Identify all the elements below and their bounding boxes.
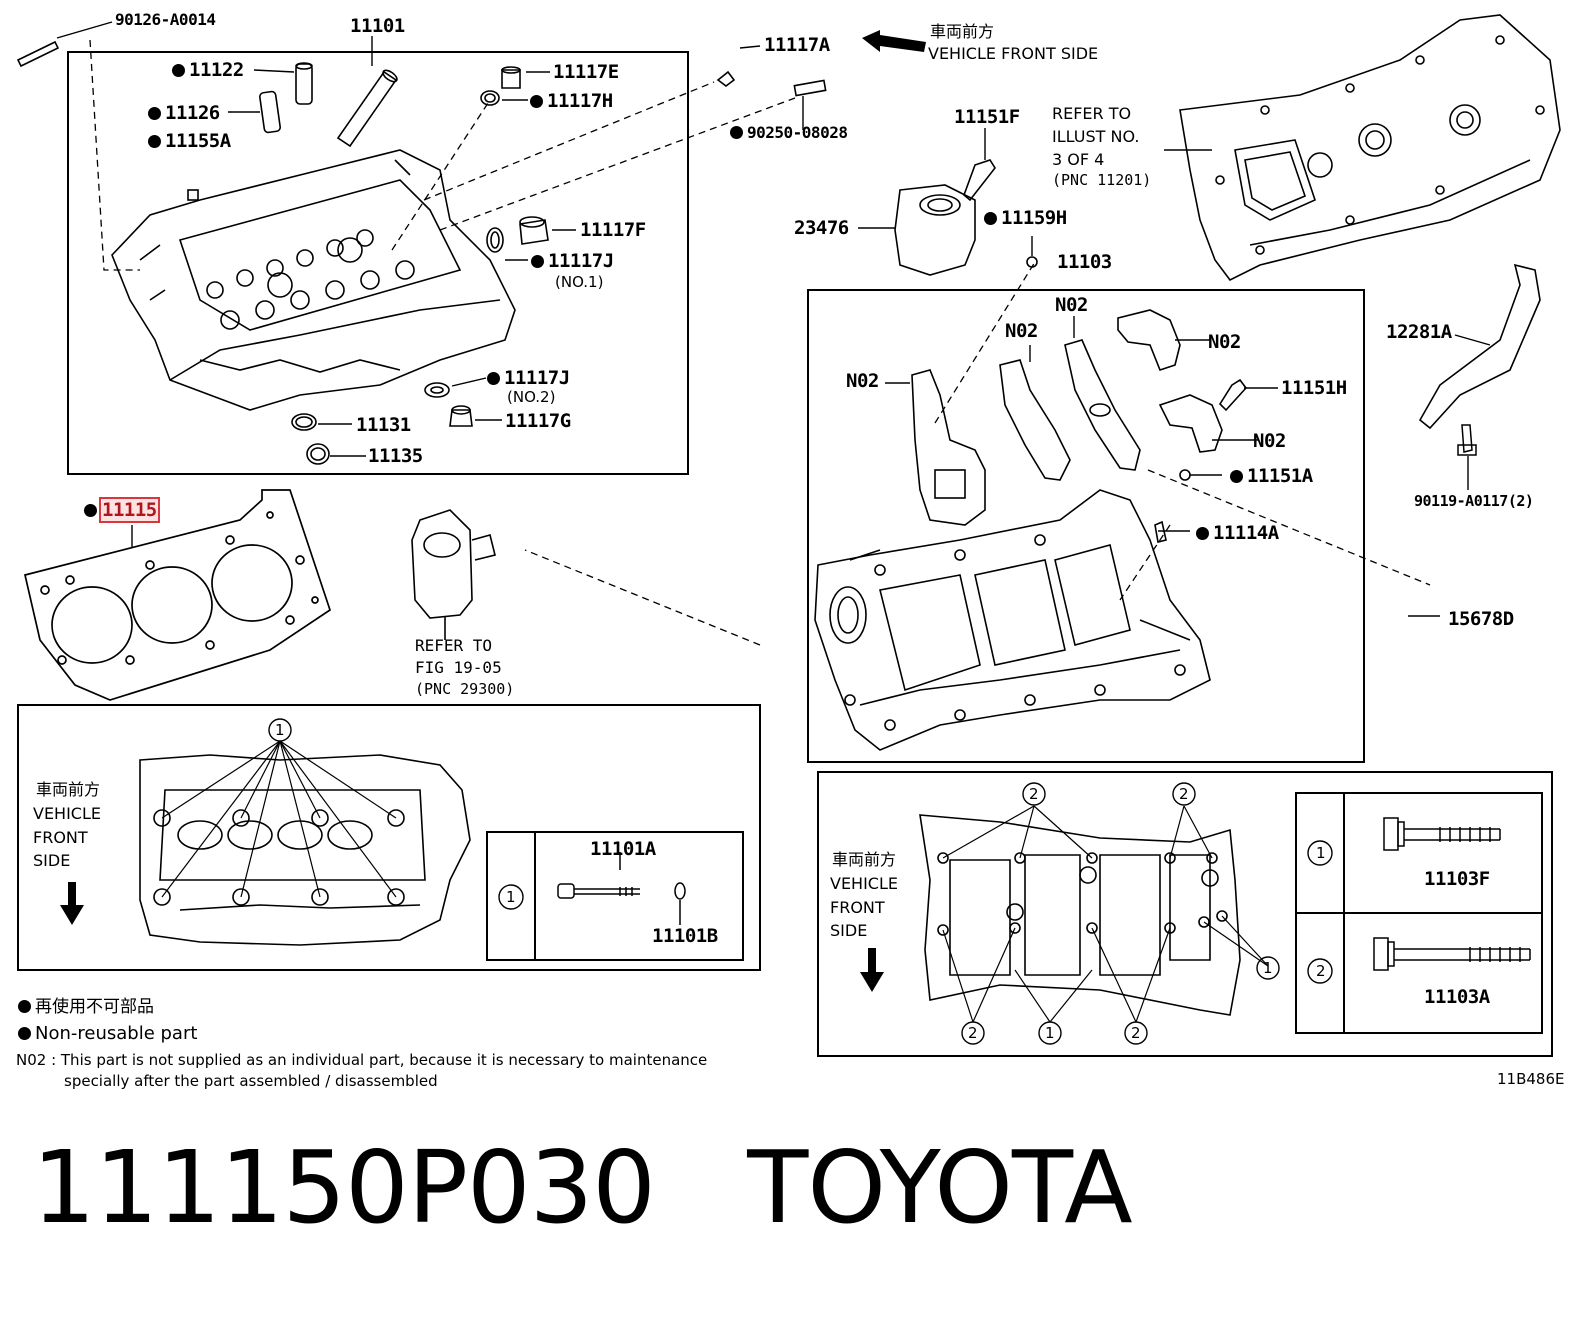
head-detail-marker-1: 1 [275, 721, 285, 739]
head-bolt-pattern-drawing [139, 754, 471, 946]
callout-12281a[interactable]: 12281A [1386, 321, 1452, 343]
callout-n02-e[interactable]: N02 [1253, 430, 1286, 452]
cylinder-head-frame [67, 51, 689, 475]
refer-illust-line2: ILLUST NO. [1052, 127, 1140, 146]
refer-illust-line1: REFER TO [1052, 104, 1132, 123]
callout-11126[interactable]: 11126 [148, 104, 220, 123]
callout-11151a[interactable]: 11151A [1230, 467, 1313, 486]
callout-11151h[interactable]: 11151H [1281, 377, 1347, 399]
front-arrow-jp: 車両前方 [930, 22, 995, 41]
refer-fig-line1: REFER TO [415, 636, 493, 655]
block-bolt-detail-frame [817, 771, 1553, 1057]
diagram-code: 11B486E [1497, 1070, 1565, 1088]
callout-11135[interactable]: 11135 [368, 445, 423, 467]
callout-11101[interactable]: 11101 [350, 15, 405, 37]
callout-23476[interactable]: 23476 [794, 217, 849, 239]
callout-11117g[interactable]: 11117G [505, 410, 571, 432]
vehicle-front-arrow [862, 30, 926, 52]
callout-11131[interactable]: 11131 [356, 414, 411, 436]
cylinder-block-frame [807, 289, 1365, 763]
callout-11103a[interactable]: 11103A [1424, 986, 1490, 1008]
footer-title: 111150P030 TOYOTA [32, 1138, 1133, 1238]
callout-11155a[interactable]: 11155A [148, 132, 231, 151]
callout-11114a[interactable]: 11114A [1196, 524, 1279, 543]
refer-fig-line3: (PNC 29300) [415, 680, 515, 698]
callout-11159h[interactable]: 11159H [984, 209, 1067, 228]
block-bolt-pattern-drawing [919, 814, 1241, 1016]
callout-n02-a[interactable]: N02 [1055, 294, 1088, 316]
bolt-table-left [486, 831, 744, 961]
callout-11117j-no2[interactable]: 11117J [487, 369, 570, 388]
callout-11101a[interactable]: 11101A [590, 838, 656, 860]
callout-11103[interactable]: 11103 [1057, 251, 1112, 273]
head-detail-side-l3: SIDE [33, 851, 71, 870]
timing-cover-drawing [1179, 14, 1561, 282]
callout-11117j-no2-sub: (NO.2) [507, 388, 556, 406]
callout-11103f[interactable]: 11103F [1424, 868, 1490, 890]
callout-15678d[interactable]: 15678D [1448, 608, 1514, 630]
head-detail-side-jp: 車両前方 [36, 780, 101, 799]
cylinder-head-drawing [111, 149, 516, 411]
refer-fig-line2[interactable]: FIG 19-05 [415, 658, 502, 677]
callout-11115-highlight: 11115 [99, 497, 160, 523]
block-detail-marker-2c: 2 [968, 1024, 978, 1042]
callout-11117e[interactable]: 11117E [553, 61, 619, 83]
callout-11115[interactable]: 11115 [84, 497, 160, 523]
legend-n02-note: N02 : This part is not supplied as an in… [16, 1051, 708, 1069]
front-arrow-en: VEHICLE FRONT SIDE [928, 44, 1099, 63]
block-detail-side-l1: VEHICLE [830, 874, 898, 893]
callout-n02-c[interactable]: N02 [1208, 331, 1241, 353]
callout-11117j-no1-sub: (NO.1) [555, 273, 604, 291]
block-detail-marker-2b: 2 [1179, 785, 1189, 803]
bolt-table-right-marker-2: 2 [1316, 962, 1326, 980]
footer-brand: TOYOTA [747, 1129, 1132, 1246]
block-detail-marker-1a: 1 [1045, 1024, 1055, 1042]
bolt-table-right-marker-1: 1 [1316, 844, 1326, 862]
callout-n02-b[interactable]: N02 [1005, 320, 1038, 342]
callout-90126-a0014[interactable]: 90126-A0014 [115, 10, 216, 29]
head-detail-side-l2: FRONT [33, 828, 88, 847]
callout-11117j-no1[interactable]: 11117J [531, 252, 614, 271]
callout-11151f[interactable]: 11151F [954, 106, 1020, 128]
bolt-table-left-marker-1: 1 [506, 888, 516, 906]
callout-11101b[interactable]: 11101B [652, 925, 718, 947]
block-detail-marker-2a: 2 [1029, 785, 1039, 803]
head-gasket-drawing [23, 489, 332, 701]
legend-non-reusable-jp: 再使用不可部品 [18, 997, 154, 1018]
callout-11117h[interactable]: 11117H [530, 92, 613, 111]
head-bolt-detail-frame [17, 704, 761, 971]
cylinder-block-drawing [814, 489, 1211, 751]
callout-n02-d[interactable]: N02 [846, 370, 879, 392]
callout-11122[interactable]: 11122 [172, 61, 244, 80]
callout-90119-a0117[interactable]: 90119-A0117(2) [1414, 492, 1534, 510]
block-detail-side-l3: SIDE [830, 921, 868, 940]
bearing-caps-drawing [911, 309, 1248, 526]
callout-11117a[interactable]: 11117A [764, 34, 830, 56]
head-detail-side-l1: VEHICLE [33, 804, 101, 823]
callout-90250-08028[interactable]: 90250-08028 [730, 125, 848, 141]
refer-illust-line3: 3 OF 4 [1052, 150, 1105, 169]
refer-illust-line4[interactable]: (PNC 11201) [1052, 171, 1152, 189]
footer-part-number: 111150P030 [32, 1129, 656, 1246]
block-detail-marker-1b: 1 [1263, 959, 1273, 977]
block-detail-side-l2: FRONT [830, 898, 885, 917]
legend-n02-note-cont: specially after the part assembled / dis… [64, 1072, 438, 1090]
block-detail-side-jp: 車両前方 [832, 850, 897, 869]
legend-non-reusable-en: Non-reusable part [18, 1023, 197, 1046]
block-detail-marker-2d: 2 [1131, 1024, 1141, 1042]
callout-11117f[interactable]: 11117F [580, 219, 646, 241]
